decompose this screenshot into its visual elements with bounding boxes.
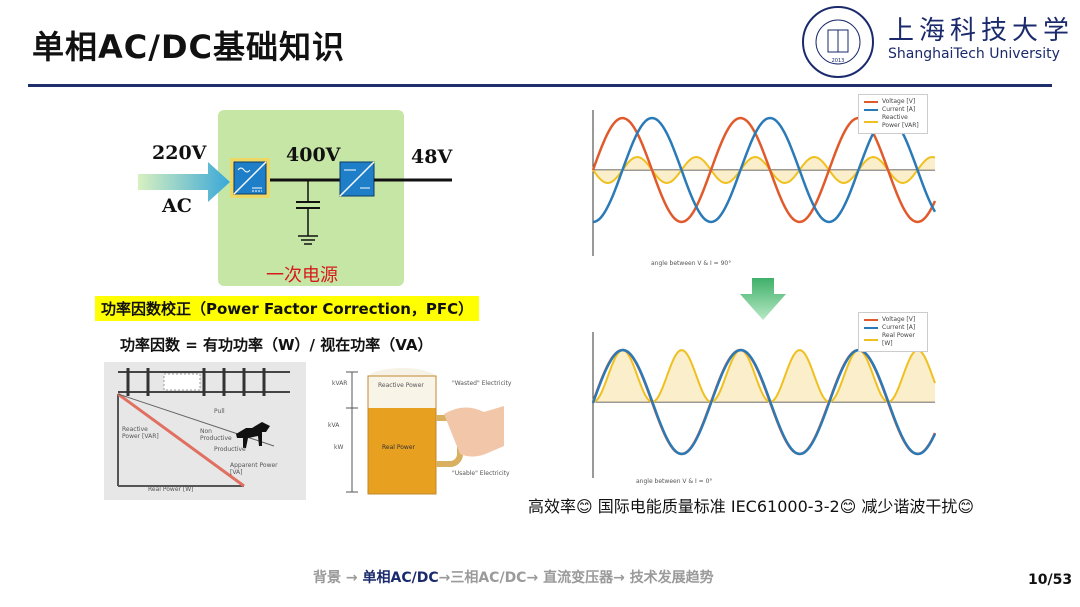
nav-item-single-phase[interactable]: 单相AC/DC	[362, 570, 439, 586]
power-chain-diagram	[138, 158, 452, 245]
reactive-power-label: Reactive Power [VAR]	[122, 426, 159, 440]
apparent-power-label: Apparent Power [VA]	[230, 462, 278, 476]
kvar-label: kVAR	[332, 380, 348, 387]
usable-label: "Usable" Electricity	[452, 470, 510, 477]
pfc-title: 功率因数校正（Power Factor Correction，PFC）	[95, 296, 480, 321]
wasted-label: "Wasted" Electricity	[452, 380, 512, 387]
section-nav: 背景 → 单相AC/DC→三相AC/DC→ 直流变压器→ 技术发展趋势	[313, 567, 714, 587]
nav-item-trends[interactable]: 技术发展趋势	[629, 570, 714, 586]
legend-voltage-b: Voltage [V]	[882, 316, 916, 323]
kw-label: kW	[334, 444, 344, 451]
bottom-current-line	[591, 348, 937, 456]
bottom-power-line	[592, 348, 936, 404]
productive-label: Productive	[214, 446, 246, 453]
legend-voltage: Voltage [V]	[882, 98, 916, 105]
top-voltage-line	[591, 116, 937, 224]
legend-current-b: Current [A]	[882, 324, 916, 331]
non-productive-label: Non Productive	[200, 428, 232, 442]
nav-arrow: →	[526, 570, 539, 586]
beer-analogy-figure: kVAR kVA kW Reactive Power Real Power "W…	[322, 362, 512, 502]
legend-bottom: Voltage [V] Current [A] Real Power [W]	[858, 312, 928, 352]
legend-real: Real Power [W]	[882, 332, 915, 347]
waveform-0deg	[591, 332, 937, 478]
university-name-en: ShanghaiTech University	[888, 46, 1060, 62]
nav-arrow: →	[345, 570, 358, 586]
nav-item-background[interactable]: 背景	[313, 570, 341, 586]
title-divider	[28, 84, 1052, 87]
top-power-fill	[593, 157, 935, 183]
svg-text:2013: 2013	[832, 58, 845, 64]
nav-item-dc-transformer[interactable]: 直流变压器	[543, 570, 614, 586]
power-factor-formula: 功率因数 = 有功功率（W）/ 视在功率（VA）	[120, 336, 433, 354]
pull-label: Pull	[214, 408, 225, 415]
university-seal-icon: 2013	[802, 6, 874, 78]
kva-label: kVA	[328, 422, 340, 429]
primary-power-label: 一次电源	[266, 265, 338, 286]
output-voltage-label: 48V	[411, 146, 453, 168]
university-name-cn: 上海科技大学	[888, 16, 1075, 46]
nav-item-three-phase[interactable]: 三相AC/DC	[450, 570, 527, 586]
legend-top: Voltage [V] Current [A] Reactive Power […	[858, 94, 928, 134]
bus-voltage-label: 400V	[286, 144, 341, 166]
foam-label: Reactive Power	[378, 382, 424, 389]
nav-arrow: →	[613, 570, 625, 586]
real-power-label: Real Power [W]	[148, 486, 194, 493]
power-triangle-figure: Reactive Power [VAR] Apparent Power [VA]…	[104, 362, 306, 500]
angle-note-bottom: angle between V & I = 0°	[636, 478, 713, 485]
benefits-text: 高效率😊 国际电能质量标准 IEC61000-3-2😊 减少谐波干扰😊	[528, 497, 975, 516]
input-type-label: AC	[162, 195, 192, 217]
beer-label: Real Power	[382, 444, 415, 451]
input-voltage-label: 220V	[152, 142, 207, 164]
nav-arrow: →	[438, 570, 451, 586]
legend-current: Current [A]	[882, 106, 916, 113]
down-arrow-icon	[740, 278, 786, 320]
page-number: 10/53	[1028, 572, 1073, 588]
legend-reactive: Reactive Power [VAR]	[882, 114, 919, 129]
slide-title: 单相AC/DC基础知识	[32, 28, 345, 66]
angle-note-top: angle between V & I = 90°	[651, 260, 732, 267]
